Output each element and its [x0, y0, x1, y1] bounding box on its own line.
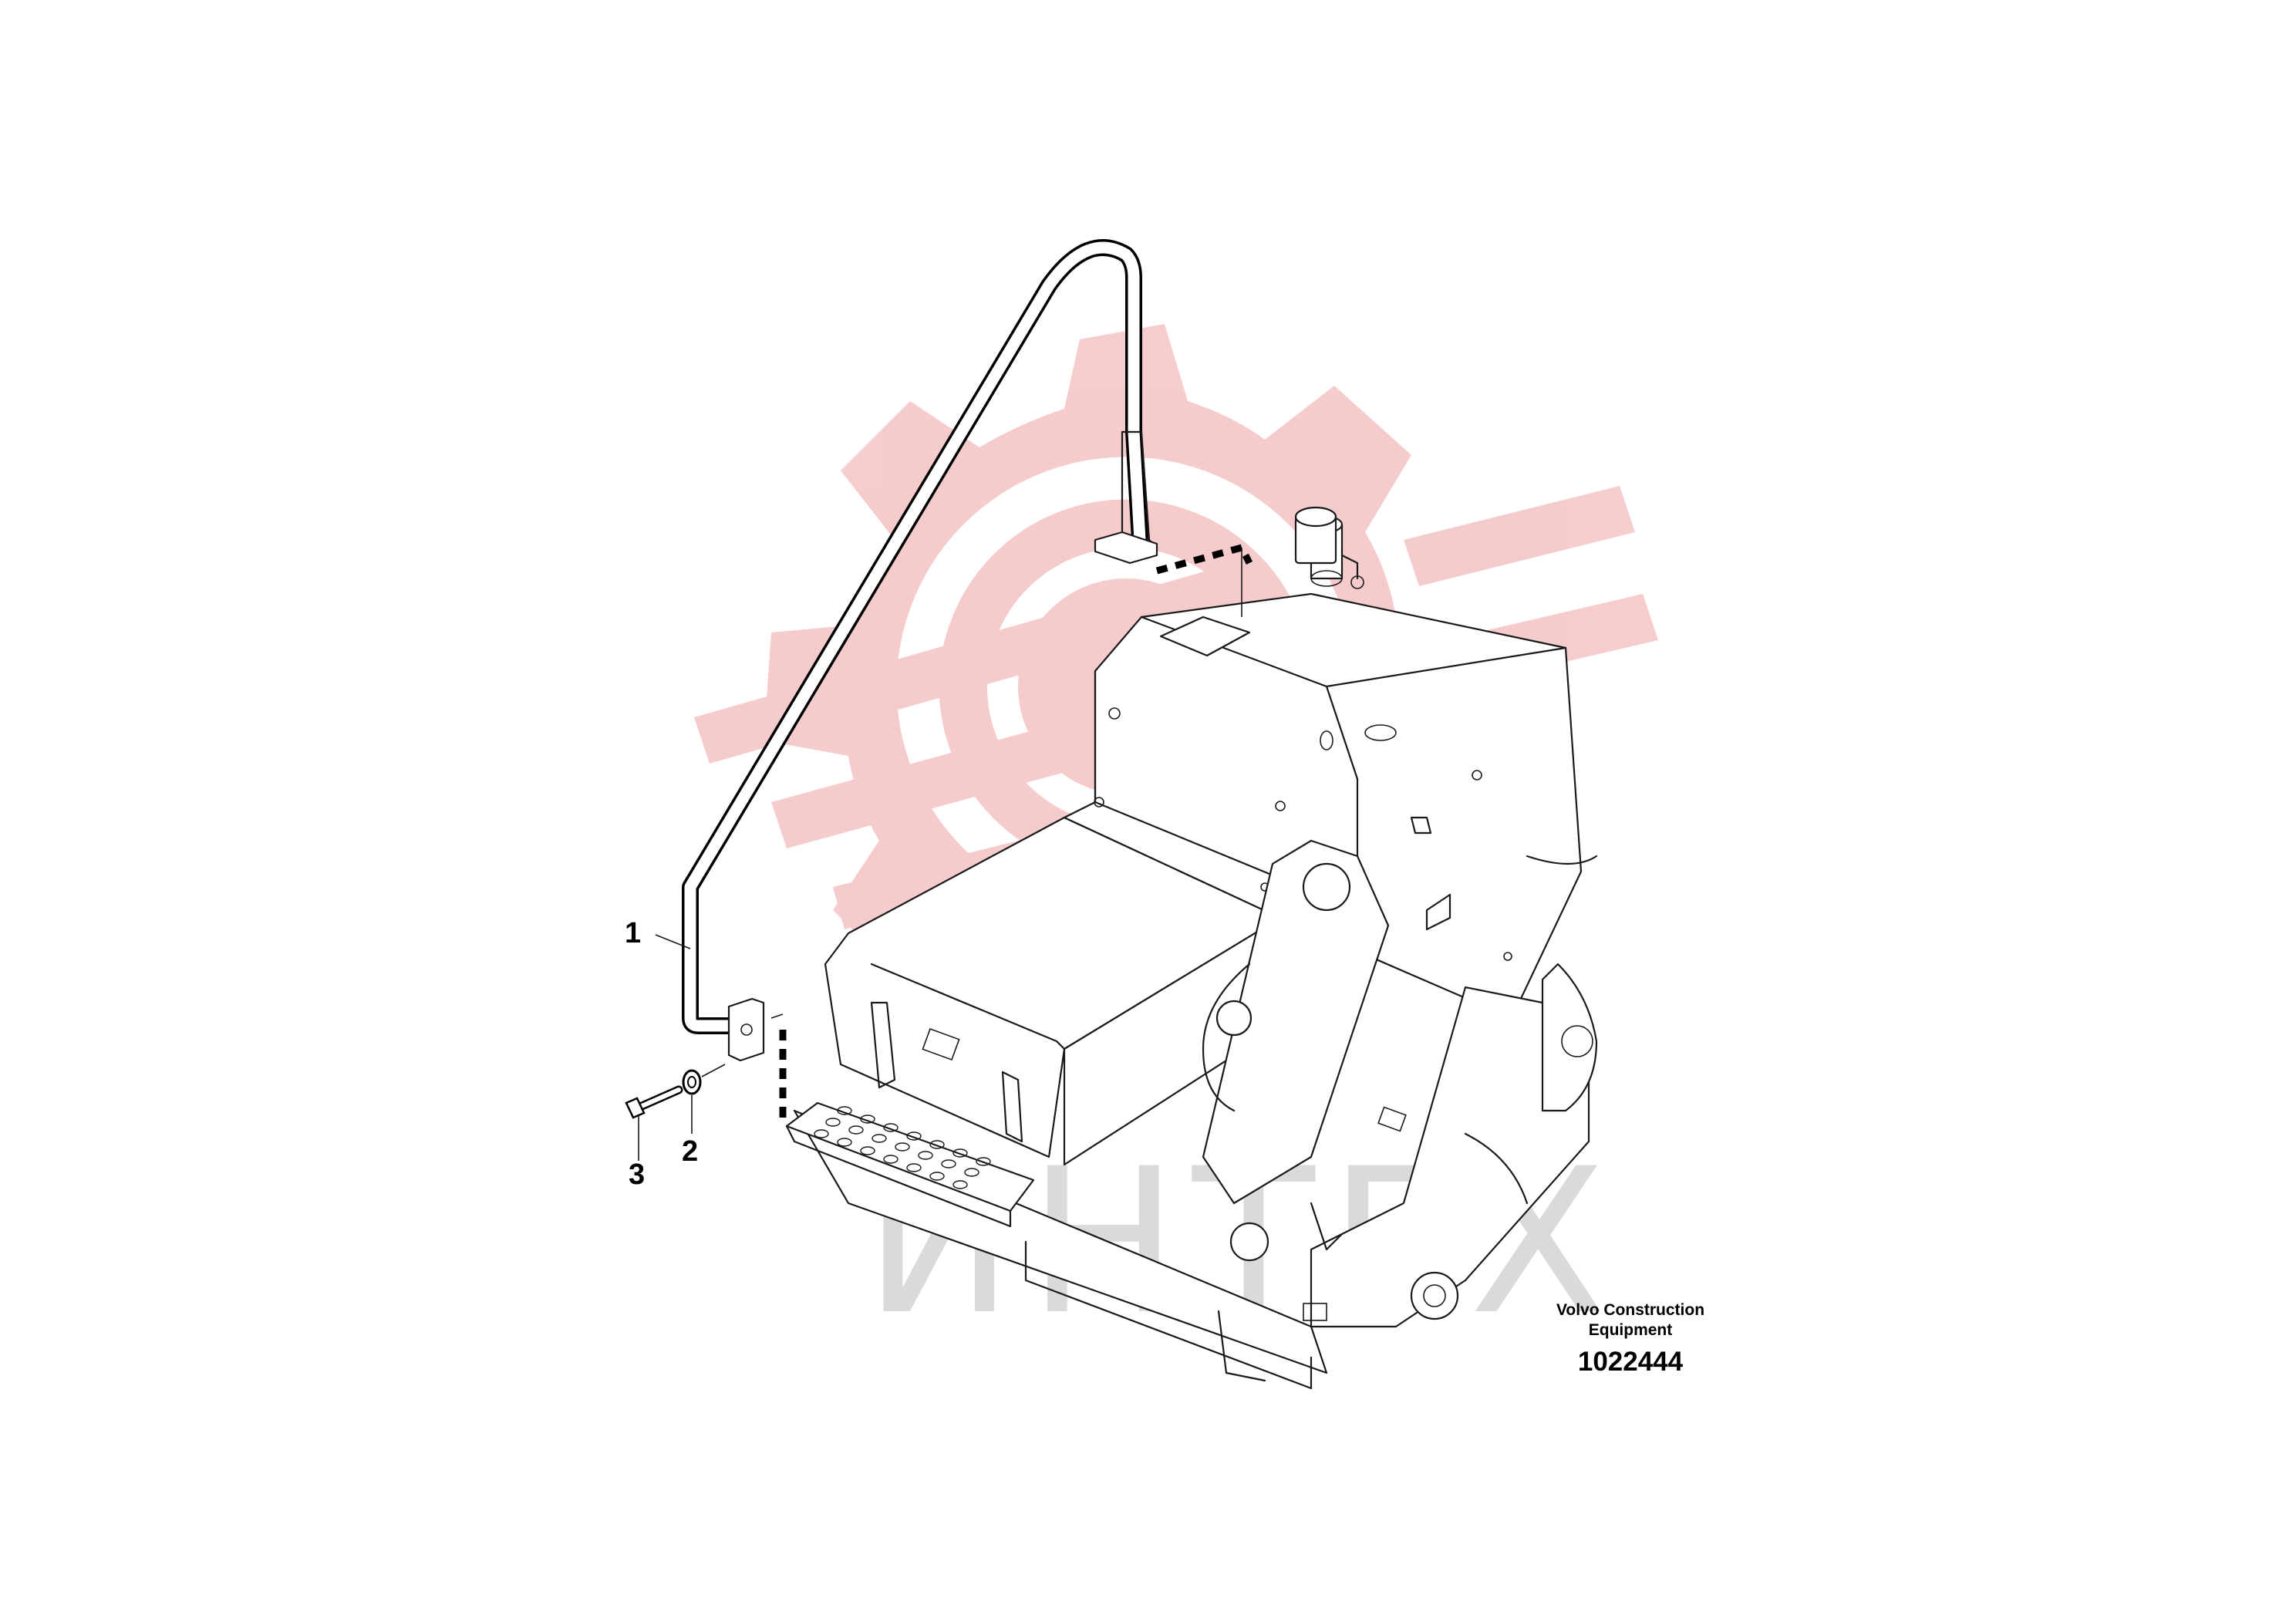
callout-2: 2	[682, 1135, 698, 1168]
brand-line-1: Volvo Construction	[1556, 1301, 1704, 1319]
drawing-number: 1022444	[1578, 1347, 1684, 1377]
cap-cylinder	[1294, 506, 1337, 565]
callout-1: 1	[625, 917, 641, 949]
brand-line-2: Equipment	[1589, 1321, 1673, 1339]
bolt-part	[625, 1085, 683, 1119]
machine-body	[785, 506, 1598, 1390]
handrail	[682, 239, 1158, 1062]
assembly-dash-lines	[770, 543, 1253, 1118]
callout-3: 3	[629, 1158, 645, 1191]
side-compartment	[824, 816, 1282, 1166]
boom-linkage	[1202, 839, 1598, 1328]
handrail-lower-mount	[727, 997, 765, 1062]
washer-part	[682, 1064, 726, 1095]
step-plate	[785, 1101, 1035, 1228]
top-hatch	[1159, 615, 1251, 657]
callout-leaders	[638, 934, 693, 1161]
title-block: Volvo Construction Equipment 1022444	[1556, 1301, 1704, 1377]
